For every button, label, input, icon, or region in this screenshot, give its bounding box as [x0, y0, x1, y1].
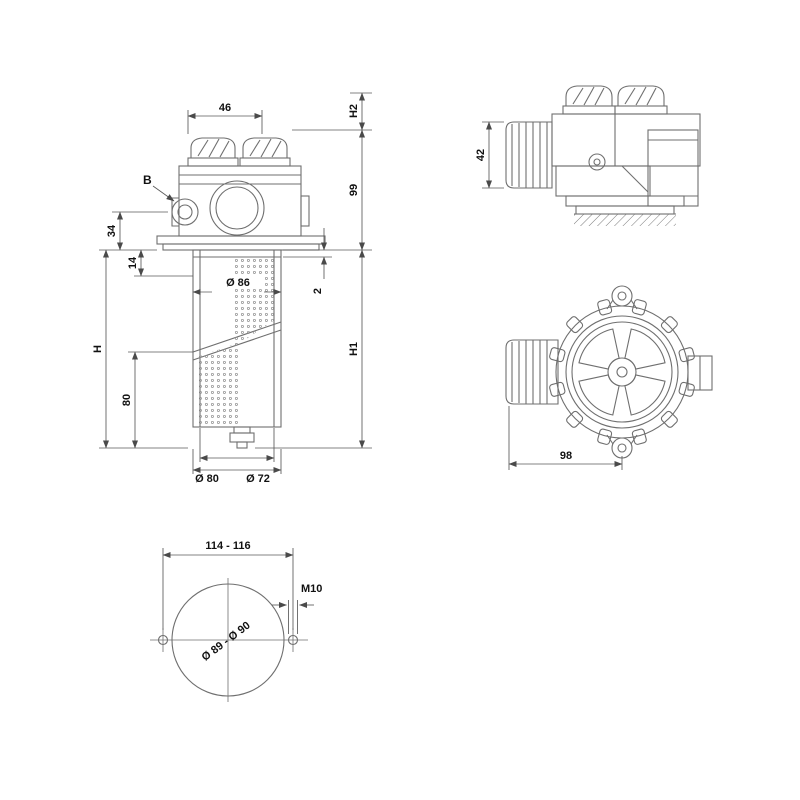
mounting-flange: [156, 235, 326, 251]
bypass-fitting: [229, 426, 255, 449]
dim-label-lower-section: 80: [121, 394, 133, 406]
dim-label-port-to-flange: 34: [106, 224, 118, 237]
tank-wall-hatch: [574, 213, 676, 226]
dim-label-cutout-dia: Ø 89 - Ø 90: [200, 620, 253, 664]
breather-cap-side-left: [562, 85, 616, 115]
dim-label-wall-gap: 2: [312, 288, 324, 294]
dim-label-knob-to-axis: 98: [560, 450, 572, 462]
mounting-pattern-view: 114 - 116 M10 Ø 89 - Ø 90: [150, 540, 322, 702]
strainer-knob-side: [505, 121, 553, 189]
top-dimensions: [508, 406, 623, 470]
side-view: 42: [475, 85, 701, 226]
breather-cap-side-right: [614, 85, 668, 115]
dim-label-outer-dia: Ø 80: [195, 473, 219, 485]
top-view: 98: [505, 285, 713, 470]
mounting-ear-bottom: [606, 434, 638, 459]
dim-label-h1: H1: [348, 342, 360, 356]
port-label-b: B: [143, 173, 152, 187]
dim-label-total-height: H: [92, 345, 104, 353]
front-view: 46 H2 99 H1 2 34 14 H 80 Ø 86 Ø 80 Ø 72 …: [92, 92, 372, 485]
dim-label-cap-spacing: 46: [219, 102, 231, 114]
mounting-ear-top: [606, 285, 638, 310]
cross-windows: [578, 328, 666, 416]
dim-label-head-height: 99: [348, 184, 360, 196]
b-port-circle: [171, 198, 199, 226]
outlet-port-top: [687, 355, 713, 391]
strainer-knob-top: [505, 339, 559, 405]
filler-port-circle: [209, 180, 265, 236]
bolt-hole-right: [287, 628, 299, 652]
dim-label-element-top-dia: Ø 86: [226, 277, 250, 289]
castellated-ring: [549, 285, 695, 459]
dim-label-flange-to-element: 14: [127, 256, 139, 269]
filter-head: [171, 165, 310, 237]
bolt-hole-left: [157, 628, 169, 652]
side-dimensions: [482, 121, 504, 189]
side-flange: [565, 195, 685, 215]
breather-cap-right: [239, 137, 291, 167]
mounting-dimensions: [162, 548, 314, 634]
dim-label-inner-dia: Ø 72: [246, 473, 270, 485]
dim-label-knob-height: 42: [475, 149, 487, 161]
dim-label-bolt-spacing: 114 - 116: [205, 540, 250, 552]
dim-label-h2: H2: [348, 104, 360, 118]
front-dimensions: [99, 92, 372, 474]
dim-label-thread-size: M10: [301, 583, 322, 595]
side-head-body: [551, 113, 701, 207]
breather-cap-left: [187, 137, 239, 167]
perforation-lower: [197, 343, 238, 425]
